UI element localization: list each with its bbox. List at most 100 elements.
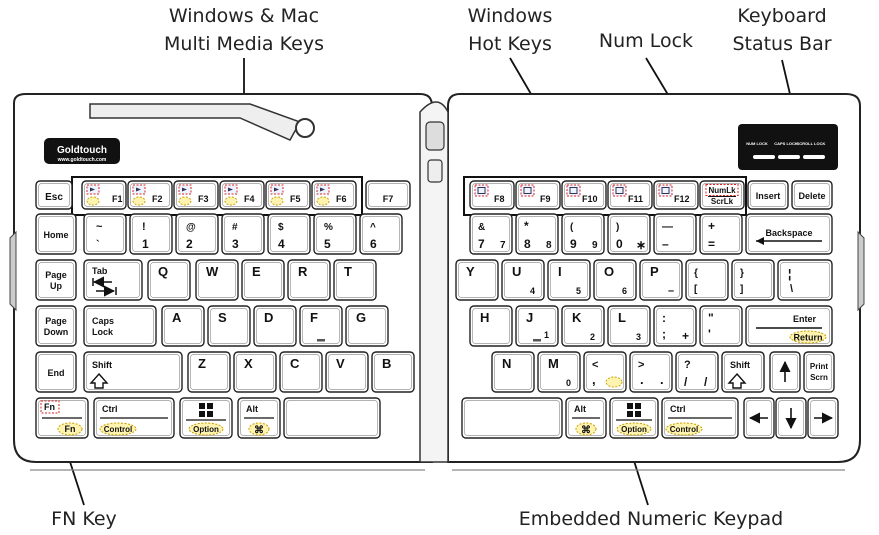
key-label-insert: Insert [756,191,781,201]
c-key[interactable]: C [279,351,323,393]
lbrace-key[interactable]: {[ [685,259,729,301]
f3-key[interactable]: F3 [173,180,219,210]
left-shift-key[interactable]: Shift [83,351,183,393]
right-option-key[interactable]: Option [609,397,659,439]
home-key[interactable]: Home [35,213,77,255]
tab-key[interactable]: Tab [83,259,143,301]
h-key[interactable]: H [469,305,513,347]
five-key[interactable]: %5 [313,213,357,255]
f11-key[interactable]: F11 [607,180,653,210]
three-key[interactable]: #3 [221,213,265,255]
p-key[interactable]: P– [639,259,683,301]
key-label-a: A [172,310,182,325]
m-key[interactable]: M0 [537,351,581,393]
key-label-r: R [298,264,308,279]
o-key[interactable]: O6 [593,259,637,301]
f4-key[interactable]: F4 [219,180,265,210]
f6-key[interactable]: F6 [311,180,357,210]
down-arrow-key[interactable] [775,397,807,439]
w-key[interactable]: W [195,259,239,301]
r-key[interactable]: R [287,259,331,301]
f1-key[interactable]: F1 [81,180,127,210]
key-label-three: 3 [232,237,239,251]
right-arrow-key[interactable] [807,397,839,439]
quote-key[interactable]: "' [699,305,743,347]
slash-key[interactable]: ?// [675,351,719,393]
zero-key[interactable]: )0∗ [607,213,651,255]
minus-key[interactable]: —– [653,213,697,255]
comma-key[interactable]: <, [583,351,627,393]
one-key[interactable]: !1 [129,213,173,255]
four-key[interactable]: $4 [267,213,311,255]
key-label-print_1: Print [810,362,829,371]
colon-key[interactable]: :;+ [653,305,697,347]
left-space-key[interactable] [283,397,381,439]
b-key[interactable]: B [371,351,415,393]
x-key[interactable]: X [233,351,277,393]
bslash-key[interactable]: ¦\ [777,259,833,301]
key-label-rparen: ) [616,222,619,233]
hot-keys-group [463,176,747,216]
six-key[interactable]: ^6 [359,213,403,255]
key-label-w: W [206,264,219,279]
key-label-caret: ^ [370,222,376,233]
left-option-key[interactable]: Option [179,397,233,439]
f2-key[interactable]: F2 [127,180,173,210]
k-key[interactable]: K2 [561,305,605,347]
key-label-gt: > [638,359,644,371]
rbrace-key[interactable]: }] [731,259,775,301]
z-key[interactable]: Z [187,351,231,393]
right-space-key[interactable] [461,397,563,439]
j-key[interactable]: J1 [515,305,559,347]
e-key[interactable]: E [241,259,285,301]
up-arrow-key[interactable] [769,351,801,393]
f8-key[interactable]: F8 [469,180,515,210]
left-arrow-key[interactable] [743,397,775,439]
a-key[interactable]: A [161,305,205,347]
n-key[interactable]: N [491,351,535,393]
esc-key[interactable]: Esc [35,180,73,210]
l-key[interactable]: L3 [607,305,651,347]
tilde-key[interactable]: ~` [83,213,127,255]
f5-key[interactable]: F5 [265,180,311,210]
period-key[interactable]: >.. [629,351,673,393]
v-key[interactable]: V [325,351,369,393]
left-alt-key[interactable]: ⌘Alt [237,397,281,439]
f10-key[interactable]: F10 [561,180,607,210]
y-key[interactable]: Y [455,259,499,301]
windows-logo-icon [627,403,641,417]
equals-key[interactable]: += [699,213,743,255]
d-key[interactable]: D [253,305,297,347]
f9-key[interactable]: F9 [515,180,561,210]
delete-key[interactable]: Delete [791,180,833,210]
t-key[interactable]: T [333,259,377,301]
backspace-key[interactable]: Backspace [745,213,833,255]
key-label-scrlk: ScrLk [711,197,734,206]
u-key[interactable]: U4 [501,259,545,301]
insert-key[interactable]: Insert [747,180,789,210]
f-key[interactable]: F [299,305,343,347]
right-shift-key[interactable]: Shift [721,351,765,393]
g-key[interactable]: G [345,305,389,347]
q-key[interactable]: Q [147,259,191,301]
right-alt-key[interactable]: ⌘Alt [565,397,607,439]
end-key[interactable]: End [35,351,77,393]
two-key[interactable]: @2 [175,213,219,255]
f12-key[interactable]: F12 [653,180,699,210]
key-label-kp_0: 0 [566,378,571,388]
i-key[interactable]: I5 [547,259,591,301]
f7-key[interactable]: F7 [365,180,411,210]
s-key[interactable]: S [207,305,251,347]
